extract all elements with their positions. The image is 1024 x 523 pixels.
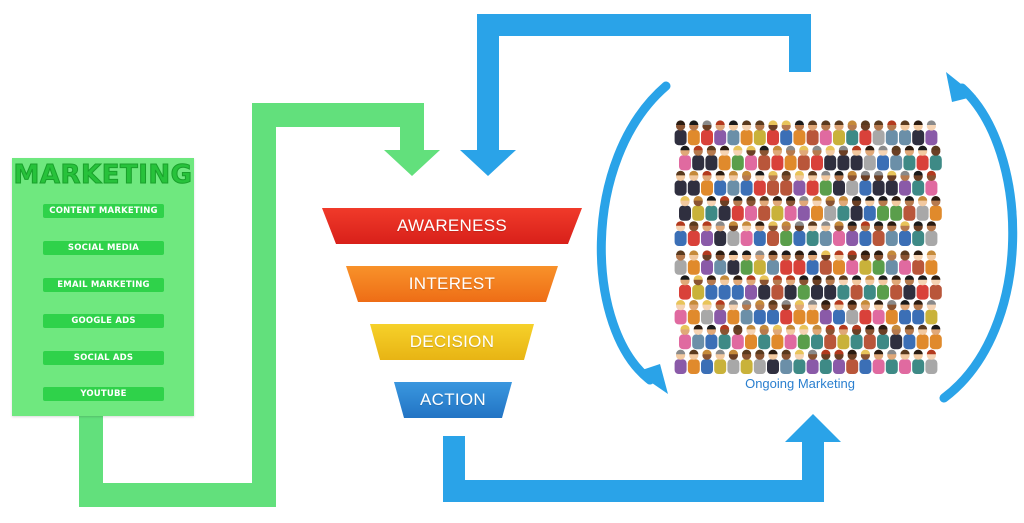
blue-top-loop-arrow <box>460 14 811 176</box>
marketing-item-social-ads: SOCIAL ADS <box>43 351 164 365</box>
marketing-item-content-marketing: CONTENT MARKETING <box>43 204 164 218</box>
funnel-label-awareness: AWARENESS <box>396 216 508 235</box>
funnel-stage-decision <box>370 324 534 360</box>
marketing-title: MARKETING <box>13 160 193 191</box>
marketing-panel: MARKETING CONTENT MARKETING SOCIAL MEDIA… <box>12 158 194 416</box>
funnel-stage-interest <box>346 266 558 302</box>
marketing-item-social-media: SOCIAL MEDIA <box>43 241 164 255</box>
funnel-stage-action <box>394 382 512 418</box>
funnel-label-decision: DECISION <box>409 332 495 351</box>
crowd-caption: Ongoing Marketing <box>745 376 855 391</box>
funnel <box>322 208 582 418</box>
marketing-item-email-marketing: EMAIL MARKETING <box>43 278 164 292</box>
right-curved-cycle-arrow <box>939 72 1018 403</box>
marketing-item-google-ads: GOOGLE ADS <box>43 314 164 328</box>
left-curved-cycle-arrow <box>596 81 671 394</box>
green-flow-arrow <box>79 103 440 507</box>
funnel-label-action: ACTION <box>419 390 487 409</box>
funnel-label-interest: INTEREST <box>408 274 496 293</box>
crowd-illustration <box>674 120 942 374</box>
funnel-stage-awareness <box>322 208 582 244</box>
blue-bottom-arrow <box>443 414 841 502</box>
marketing-item-youtube: YOUTUBE <box>43 387 164 401</box>
